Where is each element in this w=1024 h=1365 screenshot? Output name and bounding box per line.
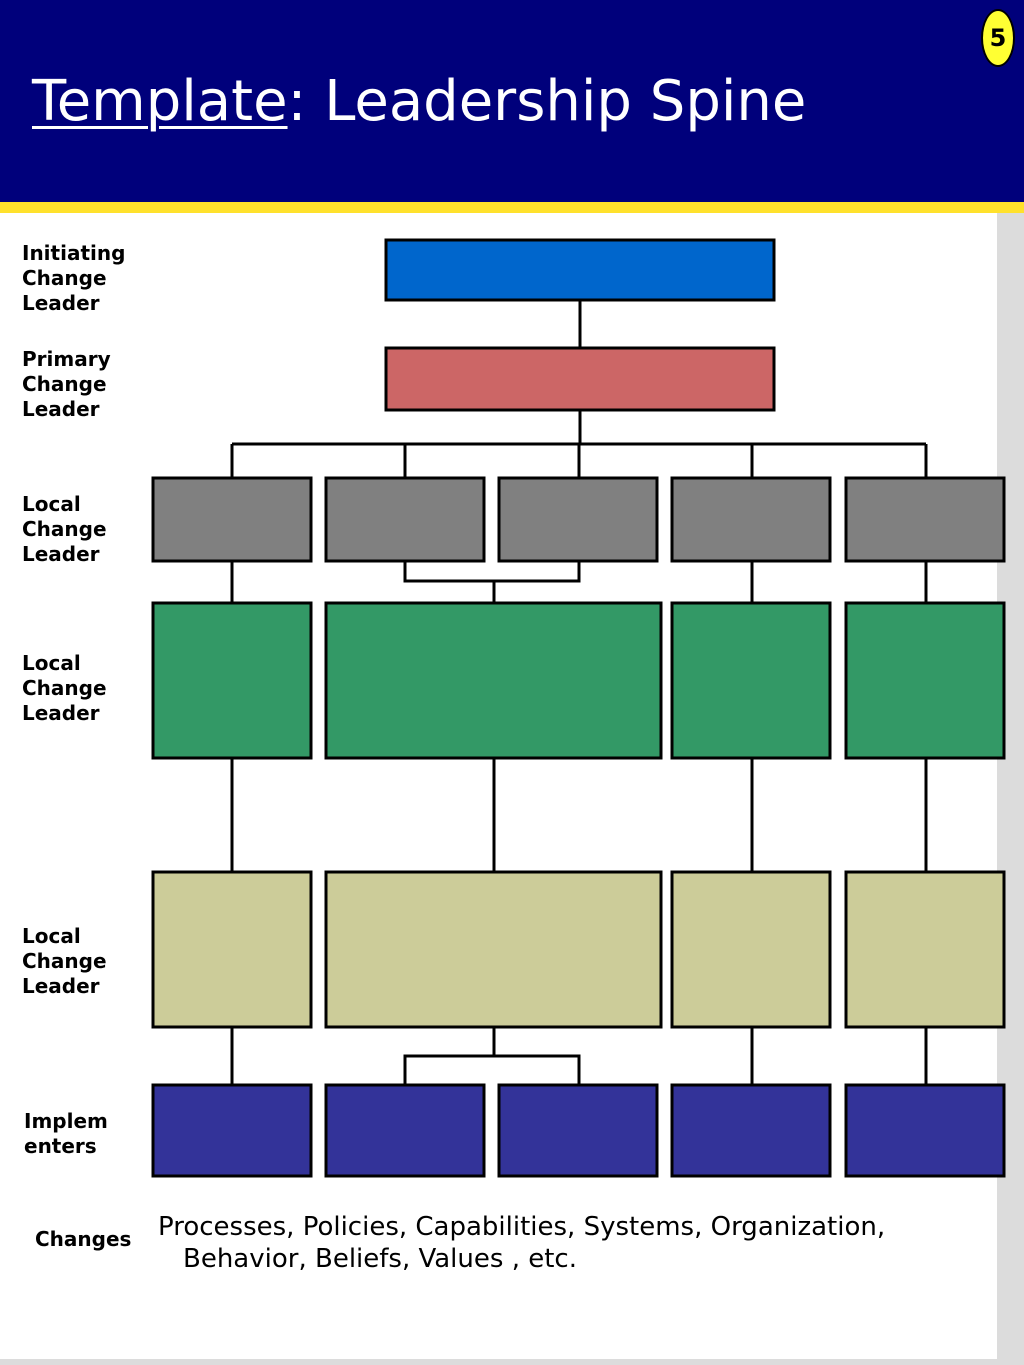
page-title: Template: Leadership Spine — [32, 69, 807, 134]
header-band — [0, 0, 1024, 202]
local-leader-green-box — [844, 601, 1006, 760]
local-leader-gray-box — [497, 476, 659, 563]
row-label-local-2: Local Change Leader — [22, 651, 107, 725]
changes-label: Changes — [35, 1227, 132, 1251]
local-leader-green-box — [151, 601, 313, 760]
connector-line — [403, 1054, 581, 1085]
title-rest: : Leadership Spine — [287, 69, 807, 134]
local-leader-tan-box — [844, 870, 1006, 1029]
row-label-initiating: Initiating Change Leader — [22, 241, 126, 315]
local-leader-gray-box — [670, 476, 832, 563]
local-leader-gray-box — [151, 476, 313, 563]
local-leader-tan-box — [151, 870, 313, 1029]
bottom-margin-bar — [0, 1359, 1024, 1365]
local-leader-green-box — [324, 601, 663, 760]
primary-leader-box — [384, 346, 776, 412]
row-label-local-3: Local Change Leader — [22, 924, 107, 998]
row-label-local-1: Local Change Leader — [22, 492, 107, 566]
local-leader-tan-box — [324, 870, 663, 1029]
connector-lines — [230, 300, 928, 1085]
local-leader-gray-box — [844, 476, 1006, 563]
changes-text: Processes, Policies, Capabilities, Syste… — [158, 1212, 886, 1274]
implementer-box — [151, 1083, 313, 1178]
initiating-leader-box — [384, 238, 776, 302]
implementer-box — [324, 1083, 486, 1178]
local-leader-gray-box — [324, 476, 486, 563]
row-label-implementers: Implem enters — [24, 1109, 108, 1158]
row-label-primary: Primary Change Leader — [22, 347, 111, 421]
local-leader-green-box — [670, 601, 832, 760]
implementer-box — [670, 1083, 832, 1178]
connector-line — [403, 561, 581, 583]
local-leader-tan-box — [670, 870, 832, 1029]
header-stripe — [0, 202, 1024, 213]
title-underlined: Template — [32, 69, 288, 134]
implementer-box — [497, 1083, 659, 1178]
implementer-box — [844, 1083, 1006, 1178]
page-number-badge: 5 — [981, 9, 1015, 67]
